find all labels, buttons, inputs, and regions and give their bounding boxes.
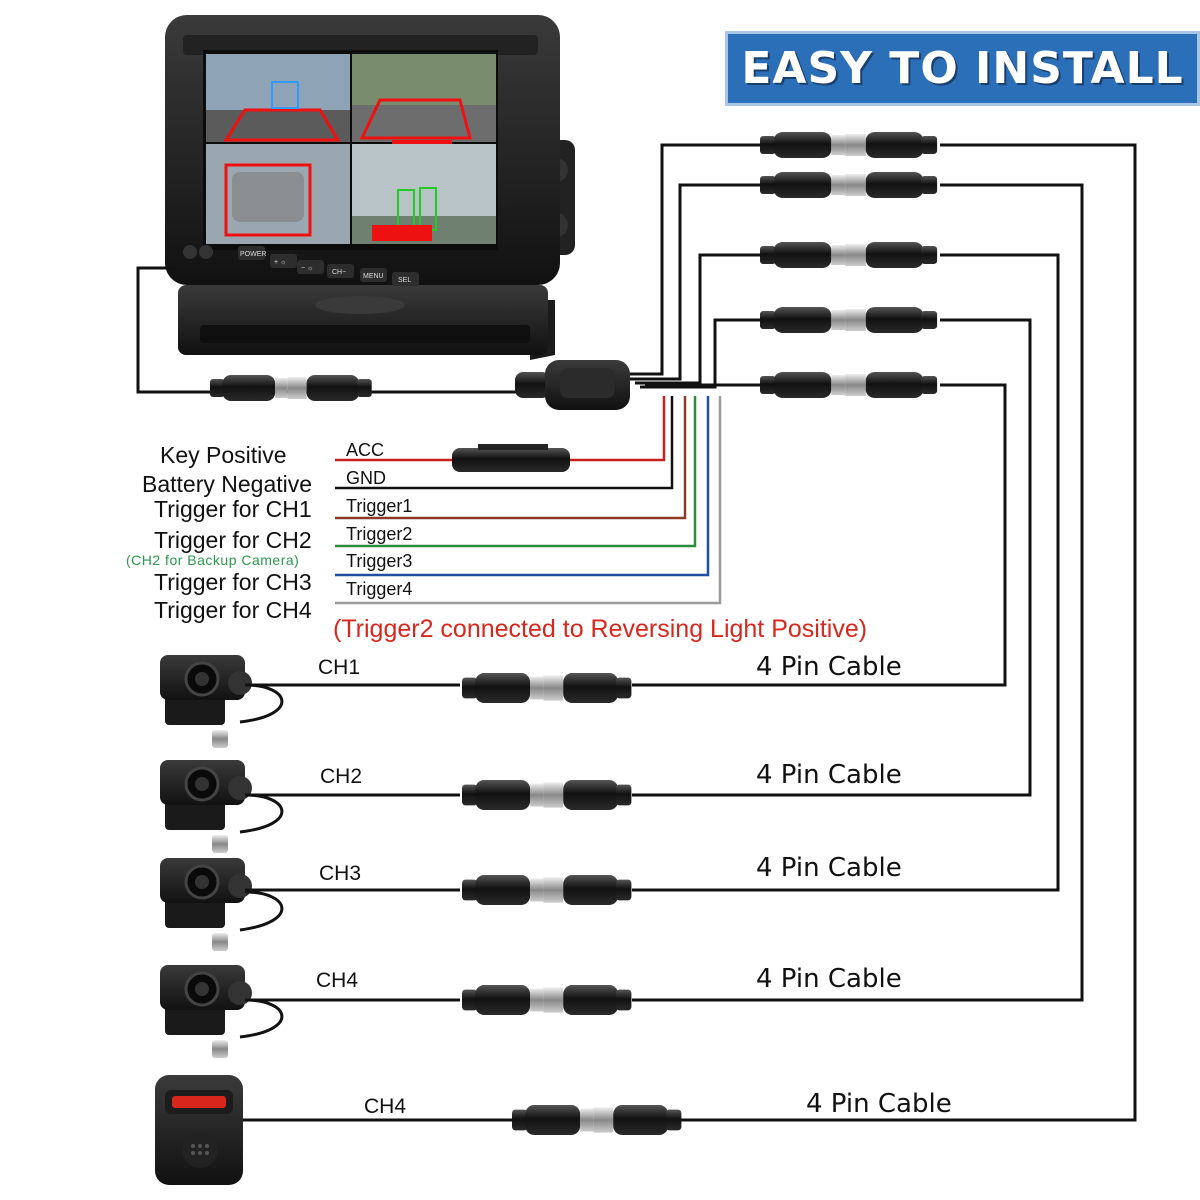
- button-bright-up: + ☼: [274, 259, 286, 266]
- fuse-icon: [452, 444, 570, 472]
- monitor-buttons: POWER + ☼ − ☼ CH− MENU SEL: [183, 245, 419, 286]
- wire-acc: [565, 396, 666, 462]
- wire-trigger4: [335, 396, 722, 605]
- button-power: POWER: [240, 251, 266, 258]
- main-cables: [136, 143, 1137, 1122]
- monitor-icon: POWER + ☼ − ☼ CH− MENU SEL: [165, 15, 575, 360]
- wire-label-trigger2: Trigger2: [346, 524, 413, 544]
- channel-label-ch1: CH1: [318, 656, 361, 679]
- label-battery-negative: Battery Negative: [142, 471, 313, 497]
- wire-trigger3: [335, 396, 710, 577]
- wire-gnd: [335, 396, 674, 490]
- wire-trigger1: [335, 396, 687, 520]
- camera-icons: [160, 655, 252, 1058]
- button-ch: CH−: [332, 269, 346, 276]
- wire-label-trigger4: Trigger4: [346, 579, 413, 599]
- button-sel: SEL: [398, 277, 411, 284]
- wire-label-trigger1: Trigger1: [346, 496, 413, 516]
- channel-label-ch2: CH2: [320, 765, 363, 788]
- channel-label-ch4-alarm: CH4: [364, 1095, 407, 1118]
- cable-label-ch1: 4 Pin Cable: [756, 652, 902, 682]
- wire-label-trigger3: Trigger3: [346, 551, 413, 571]
- breakout-box-icon: [515, 360, 630, 410]
- cable-label-ch2: 4 Pin Cable: [756, 760, 902, 790]
- wire-label-acc: ACC: [346, 440, 385, 460]
- cable-label-ch4: 4 Pin Cable: [756, 964, 902, 994]
- cable-label-ch3: 4 Pin Cable: [756, 853, 902, 883]
- button-bright-down: − ☼: [301, 265, 313, 272]
- alarm-box-icon: [155, 1075, 243, 1185]
- wire-trigger2: [335, 396, 697, 548]
- wire-label-gnd: GND: [346, 468, 386, 488]
- cable-label-ch4-alarm: 4 Pin Cable: [806, 1089, 952, 1119]
- banner-title: EASY TO INSTALL: [741, 43, 1184, 94]
- trigger-wires: [335, 396, 722, 605]
- channel-connectors: [462, 673, 682, 1135]
- camera-pigtails: [239, 683, 512, 1122]
- label-trigger-ch3: Trigger for CH3: [154, 569, 312, 595]
- power-connector-icon: [210, 375, 372, 401]
- camera-icon: [160, 760, 252, 853]
- label-trigger-ch4: Trigger for CH4: [154, 597, 312, 623]
- camera-icon: [160, 655, 252, 748]
- channel-label-ch4: CH4: [316, 969, 359, 992]
- label-ch2-backup-note: (CH2 for Backup Camera): [126, 552, 300, 568]
- channel-label-ch3: CH3: [319, 862, 362, 885]
- connector-icon: [760, 132, 938, 398]
- button-menu: MENU: [363, 273, 384, 280]
- label-trigger-ch1: Trigger for CH1: [154, 496, 312, 522]
- banner: EASY TO INSTALL: [725, 31, 1200, 106]
- label-trigger-ch2: Trigger for CH2: [154, 527, 312, 553]
- camera-icon: [160, 858, 252, 951]
- reversing-light-note: (Trigger2 connected to Reversing Light P…: [333, 615, 868, 643]
- camera-icon: [160, 965, 252, 1058]
- label-key-positive: Key Positive: [160, 442, 287, 468]
